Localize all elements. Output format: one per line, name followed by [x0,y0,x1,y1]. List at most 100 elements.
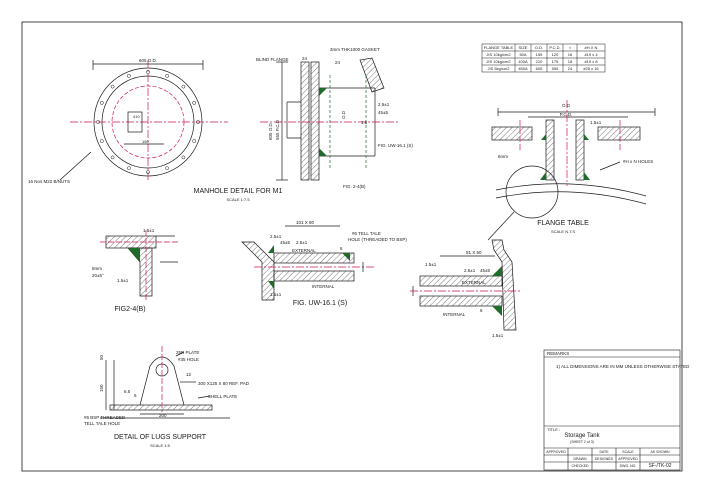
manhole-front-view [59,60,228,182]
bolt-hole [192,101,197,105]
lugs-drawing [100,346,230,419]
ref-uw: FIG. UW-16.1 (S) [378,143,413,148]
title-label: TITLE : [547,427,560,432]
weld-mark-fig24b [128,248,140,262]
uw-small: 6 [340,246,343,251]
flange-table-cell: 210 [536,59,543,64]
flange-od-label: O.D [562,103,571,108]
flange-gap-label: 6mm [498,154,508,159]
manhole-dim-410: 410 [133,114,140,119]
flange-table-cell: JIS 5kg/cm2 [487,66,510,71]
lugs-d50: 50 [99,354,104,360]
rd-weld2: 45±5 [480,268,490,273]
bolt-hole [127,73,131,78]
uw-tell-tale: #6 TELL TALE [352,231,381,236]
bolt-hole [181,84,186,89]
uw-weld1: 2.5±1 [270,234,282,239]
lugs-d65: 6.5 [124,389,131,394]
flange-table-cell: 100A [518,59,528,64]
manhole-scale: SCALE 1:7.5 [226,197,250,202]
weld-c: 1.6 [361,120,368,125]
flange-table-grid [481,43,606,73]
weld-b: 45±5 [378,110,388,115]
lugs-thread: #6 BSP THREADED [84,415,126,420]
lugs-d6: 6 [134,393,137,398]
flange-table-cell: 450A [518,66,528,71]
bolt-hole [165,166,169,171]
flange-table-cell: 24 [568,66,573,71]
project-sub: (SHEET 2 of 3) [570,440,594,444]
flange-table-header-cell: FLANGE TABLE [484,45,514,50]
weld-a: 2.5±1 [378,102,390,107]
uw-internal: INTERNAL [312,284,335,289]
flange-table-title: FLANGE TABLE [537,220,589,227]
bolt-hole [99,101,104,105]
bolt-hole [110,155,115,160]
rd-internal: INTERNAL [443,312,466,317]
flange-table-header-cell: #H X N [585,45,598,50]
flange-table-header-cell: SIZE [519,45,528,50]
remarks-header: REMARKS [547,351,569,356]
fig24b-title: FIG2-4(B) [114,306,145,313]
od-small: O.D [341,110,346,119]
flange-table-cell: 555 [552,66,559,71]
flange-t-label: 1.5±1 [590,120,602,125]
tb-approved2: APPROVED [618,457,638,461]
manhole-side-view [260,57,400,181]
lugs-title: DETAIL OF LUGS SUPPORT [114,434,207,441]
uw-bottom: 1.5±1 [270,292,282,297]
weld-mark-rd-1 [492,266,502,276]
lugs-pad: 300 X125 X 80 REF. PAD [198,381,250,386]
fig24b-drawing [100,230,180,300]
weld-mark-side-2 [319,148,327,156]
flange-table-cell: 120 [552,52,559,57]
fig24b-label-c: 20±5° [92,273,104,278]
od-vertical: 605 O.D [268,122,273,140]
bolt-hole [99,139,104,143]
weld-mark-uw-2 [268,281,274,289]
tb-dwg-no-label: DWG. NO. [620,464,637,468]
sheet-border [21,21,683,472]
title-block-frame [543,349,681,471]
tb-as-shown: AS SHOWN [650,450,670,454]
weld-mark-flange-3 [541,134,546,140]
flange-table-cell: 18 [568,59,573,64]
flange-holes-label: #H x N HOLES [623,159,653,164]
flange-table-scale: SCALE N.T.S [551,229,575,234]
bolt-hole [110,84,115,89]
uw-tell-tale2: HOLE (THREADED TO BSP) [348,237,407,242]
right-detail-drawing [410,239,520,331]
bolt-hole [192,139,197,143]
uw-external: EXTERNAL [292,248,316,253]
tb-date: DATE [599,450,609,454]
weld-mark-uw-1 [268,245,274,253]
bolt-hole [196,120,200,124]
rd-top: 81 X 50 [466,250,482,255]
weld-mark-side-1 [319,88,327,96]
flange-table-cell: #19 x 8 [584,59,598,64]
tb-checked: CHECKED [571,464,589,468]
rd-external: EXTERNAL [462,280,486,285]
flange-table-cell: JIS 10kg/cm2 [486,52,511,57]
flange-table-header-cell: P.C.D. [549,45,560,50]
manhole-title: MANHOLE DETAIL FOR M1 [194,188,283,195]
manhole-top-dim: 605 O.D. [139,58,157,63]
ref-fig: FIG. 2-4(B) [343,184,366,189]
dim-24-b: 24 [335,60,341,65]
bolt-hole [146,170,150,174]
bolt-hole [146,70,150,74]
weld-mark-rd-2 [492,306,502,316]
rd-small: 6 [480,308,483,313]
weld-mark-flange-1 [540,172,546,180]
rd-left: 1.5±1 [425,262,437,267]
flange-table-cell: 155 [536,52,543,57]
flange-table-cell: #19 x 4 [584,52,598,57]
uw-weld3: 2.5±1 [296,240,308,245]
weld-mark-flange-4 [584,134,589,140]
tb-scale: SCALE [622,450,634,454]
bolts-note: 16 Nos M22 B/NUTS [28,179,70,184]
lugs-hole: #35 HOLE [178,357,199,362]
lugs-shell: SHELL PLATE [208,394,237,399]
